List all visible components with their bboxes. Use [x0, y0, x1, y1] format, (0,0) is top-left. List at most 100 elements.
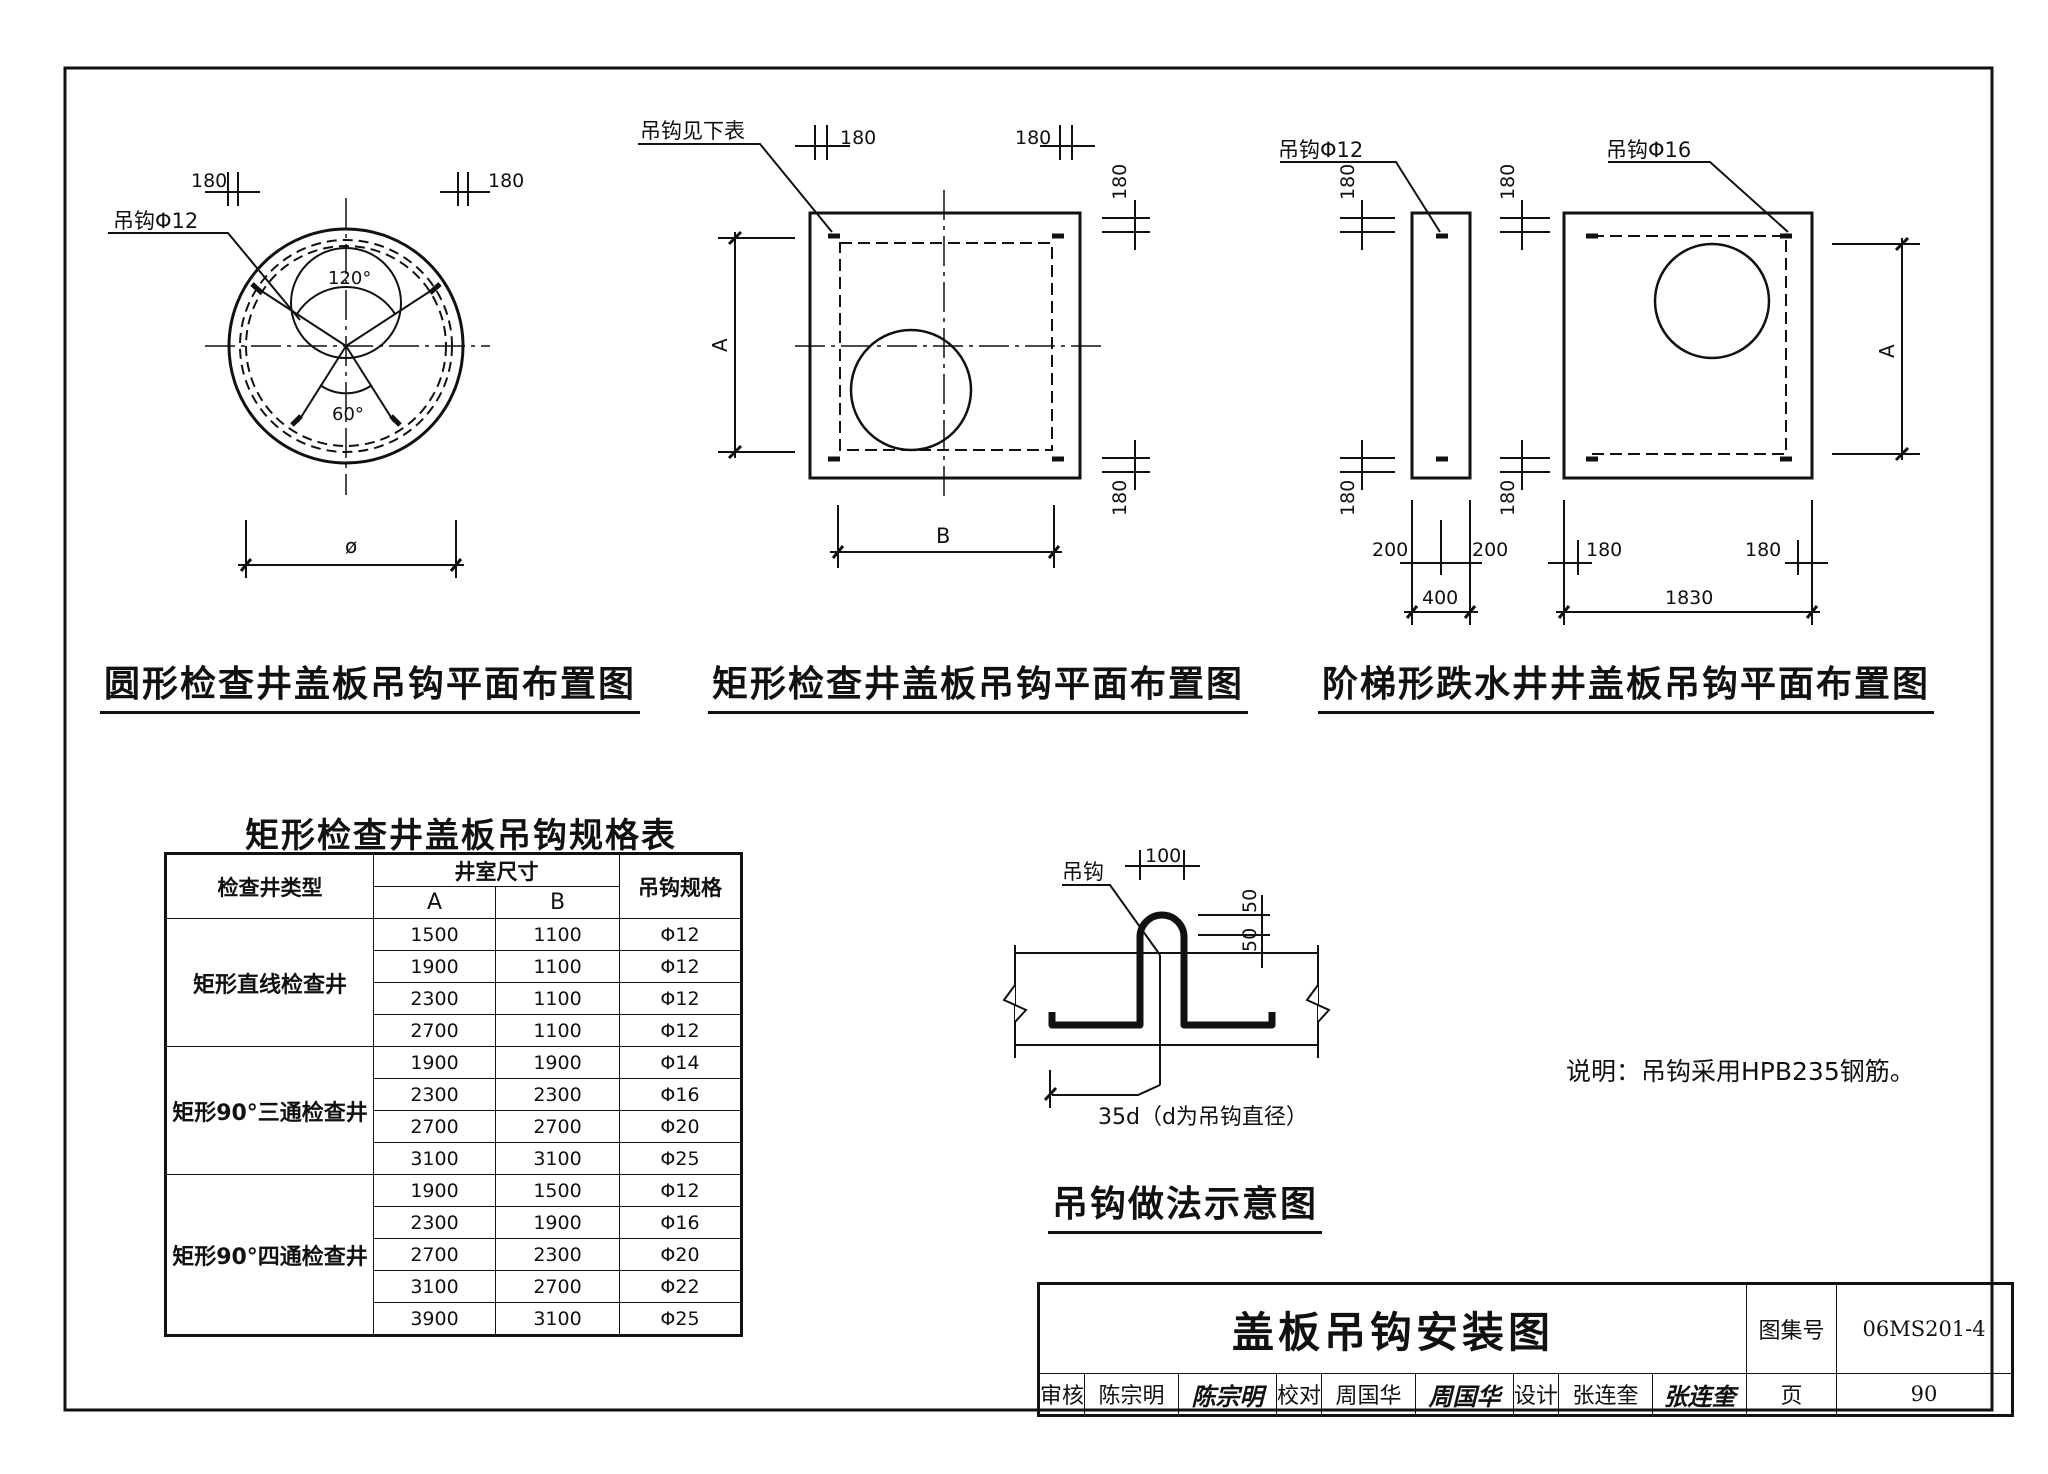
design-label: 设计	[1513, 1373, 1560, 1416]
circ-angle-bottom: 60°	[332, 404, 364, 425]
cell-hook: Φ14	[619, 1046, 742, 1079]
rect-dim-right-top: 180	[1109, 164, 1131, 200]
cell-hook: Φ12	[619, 918, 742, 951]
cell-b: 3100	[495, 1302, 620, 1336]
cell-b: 1100	[495, 950, 620, 983]
hook-detail-label: 吊钩	[1062, 860, 1104, 884]
stepped-caption: 阶梯形跌水井井盖板吊钩平面布置图	[1318, 655, 1935, 714]
table-row: 2300 2300 Φ16	[166, 1078, 742, 1111]
group-type-cell: 矩形90°四通检查井	[165, 1174, 374, 1336]
cell-a: 2300	[373, 1078, 496, 1111]
group-type-cell: 矩形直线检查井	[165, 918, 374, 1047]
hook-detail-anchor-note: 35d（d为吊钩直径）	[1098, 1105, 1308, 1130]
step-dim-a: A	[1875, 344, 1899, 358]
cell-a: 2300	[373, 982, 496, 1015]
cell-a: 3100	[373, 1142, 496, 1175]
table-row: 矩形90°三通检查井 1900 1900 Φ14	[165, 1046, 742, 1175]
rect-dim-top-left: 180	[840, 127, 876, 149]
table-row: 2700 1100 Φ12	[166, 1014, 742, 1047]
table-row: 2700 2300 Φ20	[166, 1238, 742, 1271]
cell-a: 2700	[373, 1014, 496, 1047]
rectangular-caption: 矩形检查井盖板吊钩平面布置图	[708, 655, 1249, 714]
cell-hook: Φ25	[619, 1302, 742, 1336]
step-hook-label-small: 吊钩Φ12	[1278, 138, 1363, 162]
step-dim-large-top: 180	[1497, 164, 1519, 200]
title-block: 盖板吊钩安装图 图集号 06MS201-4 审核 陈宗明 陈宗明 校对 周国华 …	[1037, 1282, 2015, 1417]
cell-b: 2300	[495, 1238, 620, 1271]
cell-b: 1100	[495, 918, 620, 951]
cell-a: 2300	[373, 1206, 496, 1239]
hook-detail-dim-100: 100	[1145, 845, 1181, 867]
hook-detail-caption: 吊钩做法示意图	[1048, 1175, 1323, 1234]
step-dim-200-right: 200	[1472, 539, 1508, 561]
rect-dim-a: A	[708, 338, 732, 352]
page-label: 页	[1746, 1373, 1838, 1416]
cell-hook: Φ25	[619, 1142, 742, 1175]
cell-hook: Φ12	[619, 982, 742, 1015]
hook-detail-drawing	[1002, 850, 1331, 1108]
table-row: 2300 1900 Φ16	[166, 1206, 742, 1239]
th-b: B	[495, 886, 620, 919]
designer-signature: 张连奎	[1652, 1373, 1748, 1416]
atlas-value: 06MS201-4	[1836, 1283, 2014, 1374]
step-dim-small-top: 180	[1337, 164, 1359, 200]
th-chamber: 井室尺寸	[373, 853, 620, 887]
table-row: 3100 3100 Φ25	[166, 1142, 742, 1175]
page-value: 90	[1836, 1373, 2014, 1416]
cell-a: 1900	[373, 1046, 496, 1079]
th-a: A	[373, 886, 496, 919]
table-row: 矩形直线检查井 1500 1100 Φ12	[165, 918, 742, 1047]
circular-caption: 圆形检查井盖板吊钩平面布置图	[100, 655, 641, 714]
atlas-label: 图集号	[1746, 1283, 1838, 1374]
step-dim-180-left: 180	[1586, 539, 1622, 561]
cell-hook: Φ22	[619, 1270, 742, 1303]
cell-a: 1900	[373, 950, 496, 983]
circ-diameter-label: ø	[345, 534, 357, 558]
sheet-border	[63, 66, 1994, 1412]
designer-name: 张连奎	[1558, 1373, 1654, 1416]
hook-detail-dim-50-top: 50	[1239, 889, 1261, 913]
cell-hook: Φ20	[619, 1238, 742, 1271]
step-dim-180-right: 180	[1745, 539, 1781, 561]
cell-b: 2700	[495, 1110, 620, 1143]
reviewer-signature: 陈宗明	[1178, 1373, 1278, 1416]
th-type: 检查井类型	[165, 853, 374, 919]
group-type-cell: 矩形90°三通检查井	[165, 1046, 374, 1175]
step-dim-1830: 1830	[1665, 587, 1713, 609]
material-note: 说明：吊钩采用HPB235钢筋。	[1566, 1057, 1915, 1086]
table-row: 矩形90°四通检查井 1900 1500 Φ12	[165, 1174, 742, 1336]
step-hook-label-large: 吊钩Φ16	[1606, 138, 1691, 162]
table-row: 1900 1100 Φ12	[166, 950, 742, 983]
table-row: 3100 2700 Φ22	[166, 1270, 742, 1303]
cell-a: 3100	[373, 1270, 496, 1303]
circ-angle-top: 120°	[328, 268, 371, 289]
cell-hook: Φ12	[619, 950, 742, 983]
hook-detail-dim-50-bottom: 50	[1239, 928, 1261, 952]
cell-a: 1500	[373, 918, 496, 951]
check-label: 校对	[1276, 1373, 1323, 1416]
cell-hook: Φ20	[619, 1110, 742, 1143]
rectangular-cover-plan	[638, 125, 1150, 568]
cell-a: 2700	[373, 1110, 496, 1143]
th-hook: 吊钩规格	[619, 853, 742, 919]
spec-table-title: 矩形检查井盖板吊钩规格表	[245, 816, 677, 856]
table-row: 3900 3100 Φ25	[166, 1302, 742, 1336]
cell-a: 1900	[373, 1174, 496, 1207]
review-label: 审核	[1037, 1373, 1086, 1416]
circ-hook-label: 吊钩Φ12	[113, 209, 198, 233]
step-dim-400: 400	[1422, 587, 1458, 609]
circular-cover-plan	[108, 172, 490, 578]
cell-b: 1100	[495, 982, 620, 1015]
cell-a: 3900	[373, 1302, 496, 1336]
spec-table: 检查井类型 井室尺寸 吊钩规格 A B 矩形直线检查井 1500 1100 Φ1…	[164, 852, 743, 1337]
cell-b: 1100	[495, 1014, 620, 1047]
cell-hook: Φ16	[619, 1206, 742, 1239]
cell-b: 3100	[495, 1142, 620, 1175]
rect-dim-right-bottom: 180	[1109, 480, 1131, 516]
step-dim-large-bottom: 180	[1497, 480, 1519, 516]
rect-dim-top-right: 180	[1015, 127, 1051, 149]
cell-b: 2700	[495, 1270, 620, 1303]
rect-dim-b: B	[936, 524, 950, 548]
step-dim-200-left: 200	[1372, 539, 1408, 561]
